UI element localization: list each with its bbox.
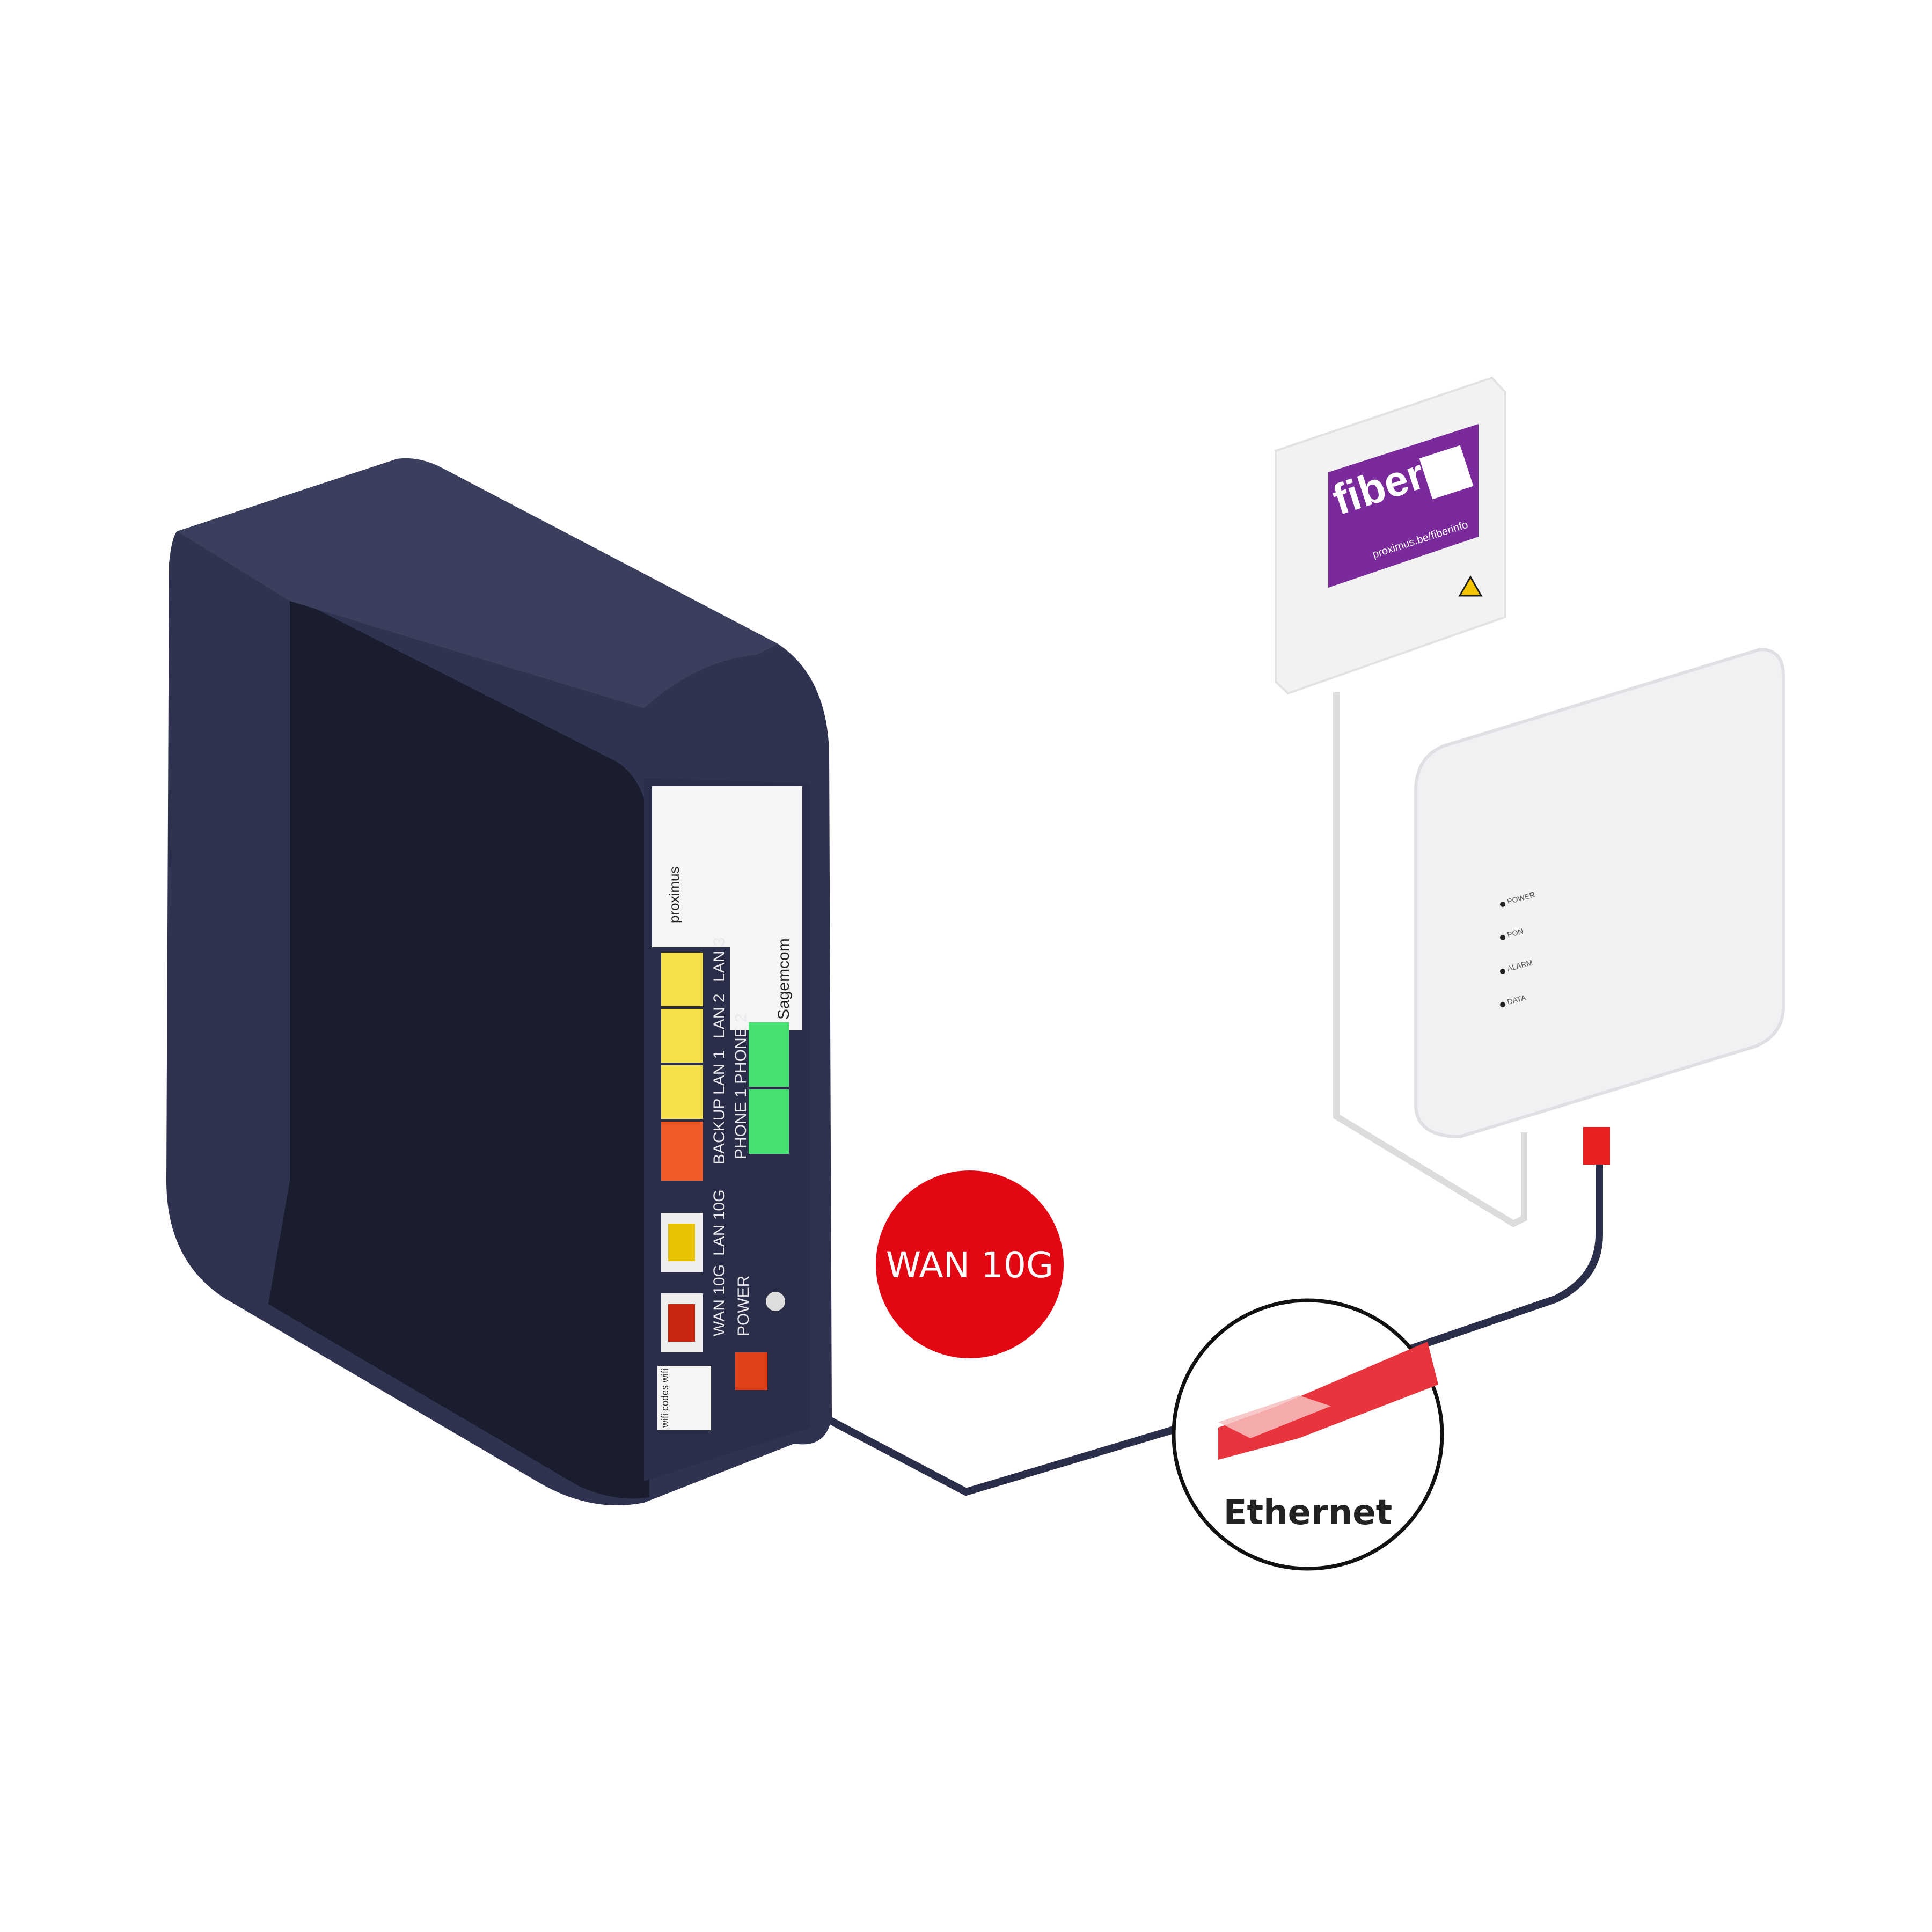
port-label: PHONE 2 <box>732 1013 750 1084</box>
port-label: LAN 10G <box>711 1190 728 1256</box>
power-label: POWER <box>735 1276 752 1336</box>
ethernet-callout: Ethernet <box>1172 1298 1444 1571</box>
port-phone1[interactable]: PHONE 1 <box>732 1088 789 1159</box>
wifi-qr-sticker <box>657 1366 711 1430</box>
badge-label: WAN 10G <box>886 1245 1053 1286</box>
qr-code-icon <box>1419 445 1474 500</box>
led-pon: PON <box>1500 927 1524 940</box>
laser-warning-icon <box>1458 575 1483 597</box>
router: proximus Sagemcom LAN 3 LAN 2 LAN 1 BACK… <box>166 458 832 1505</box>
ethernet-cable <box>760 1159 1603 1496</box>
ont-device: POWER PON ALARM DATA <box>1414 647 1785 1139</box>
port-label: PHONE 1 <box>732 1088 750 1159</box>
ont-ethernet-plug <box>1583 1127 1610 1165</box>
port-label: LAN 2 <box>711 994 728 1038</box>
port-lan2[interactable]: LAN 2 <box>661 994 728 1063</box>
port-lan1[interactable]: LAN 1 <box>661 1050 728 1119</box>
serial-sticker <box>730 912 802 1030</box>
port-label: WAN 10G <box>711 1264 728 1336</box>
manufacturer-text: Sagemcom <box>775 938 793 1020</box>
wifi-label: wifi codes wifi <box>660 1368 670 1428</box>
power-button[interactable] <box>766 1292 785 1311</box>
port-label: LAN 1 <box>711 1050 728 1095</box>
port-lan10g[interactable]: LAN 10G <box>661 1190 728 1272</box>
svg-text:PON: PON <box>1506 927 1524 939</box>
ethernet-plug-router <box>735 1352 767 1390</box>
port-label: BACKUP <box>711 1099 728 1165</box>
port-phone2[interactable]: PHONE 2 <box>732 1013 789 1087</box>
ethernet-connector-icon <box>1218 1342 1438 1460</box>
callout-label: Ethernet <box>1224 1493 1392 1533</box>
port-lan3[interactable]: LAN 3 <box>661 938 728 1006</box>
wan-10g-badge: WAN 10G <box>876 1170 1064 1358</box>
router-vent-top <box>177 458 778 708</box>
port-wan10g[interactable]: WAN 10G <box>661 1264 728 1352</box>
brand-text: proximus <box>666 867 682 923</box>
port-backup[interactable]: BACKUP <box>661 1099 728 1181</box>
port-label: LAN 3 <box>711 938 728 982</box>
fiber-wall-box: fiber proximus.be/fiberinfo <box>1275 376 1506 695</box>
fiber-cable <box>1333 692 1527 1227</box>
